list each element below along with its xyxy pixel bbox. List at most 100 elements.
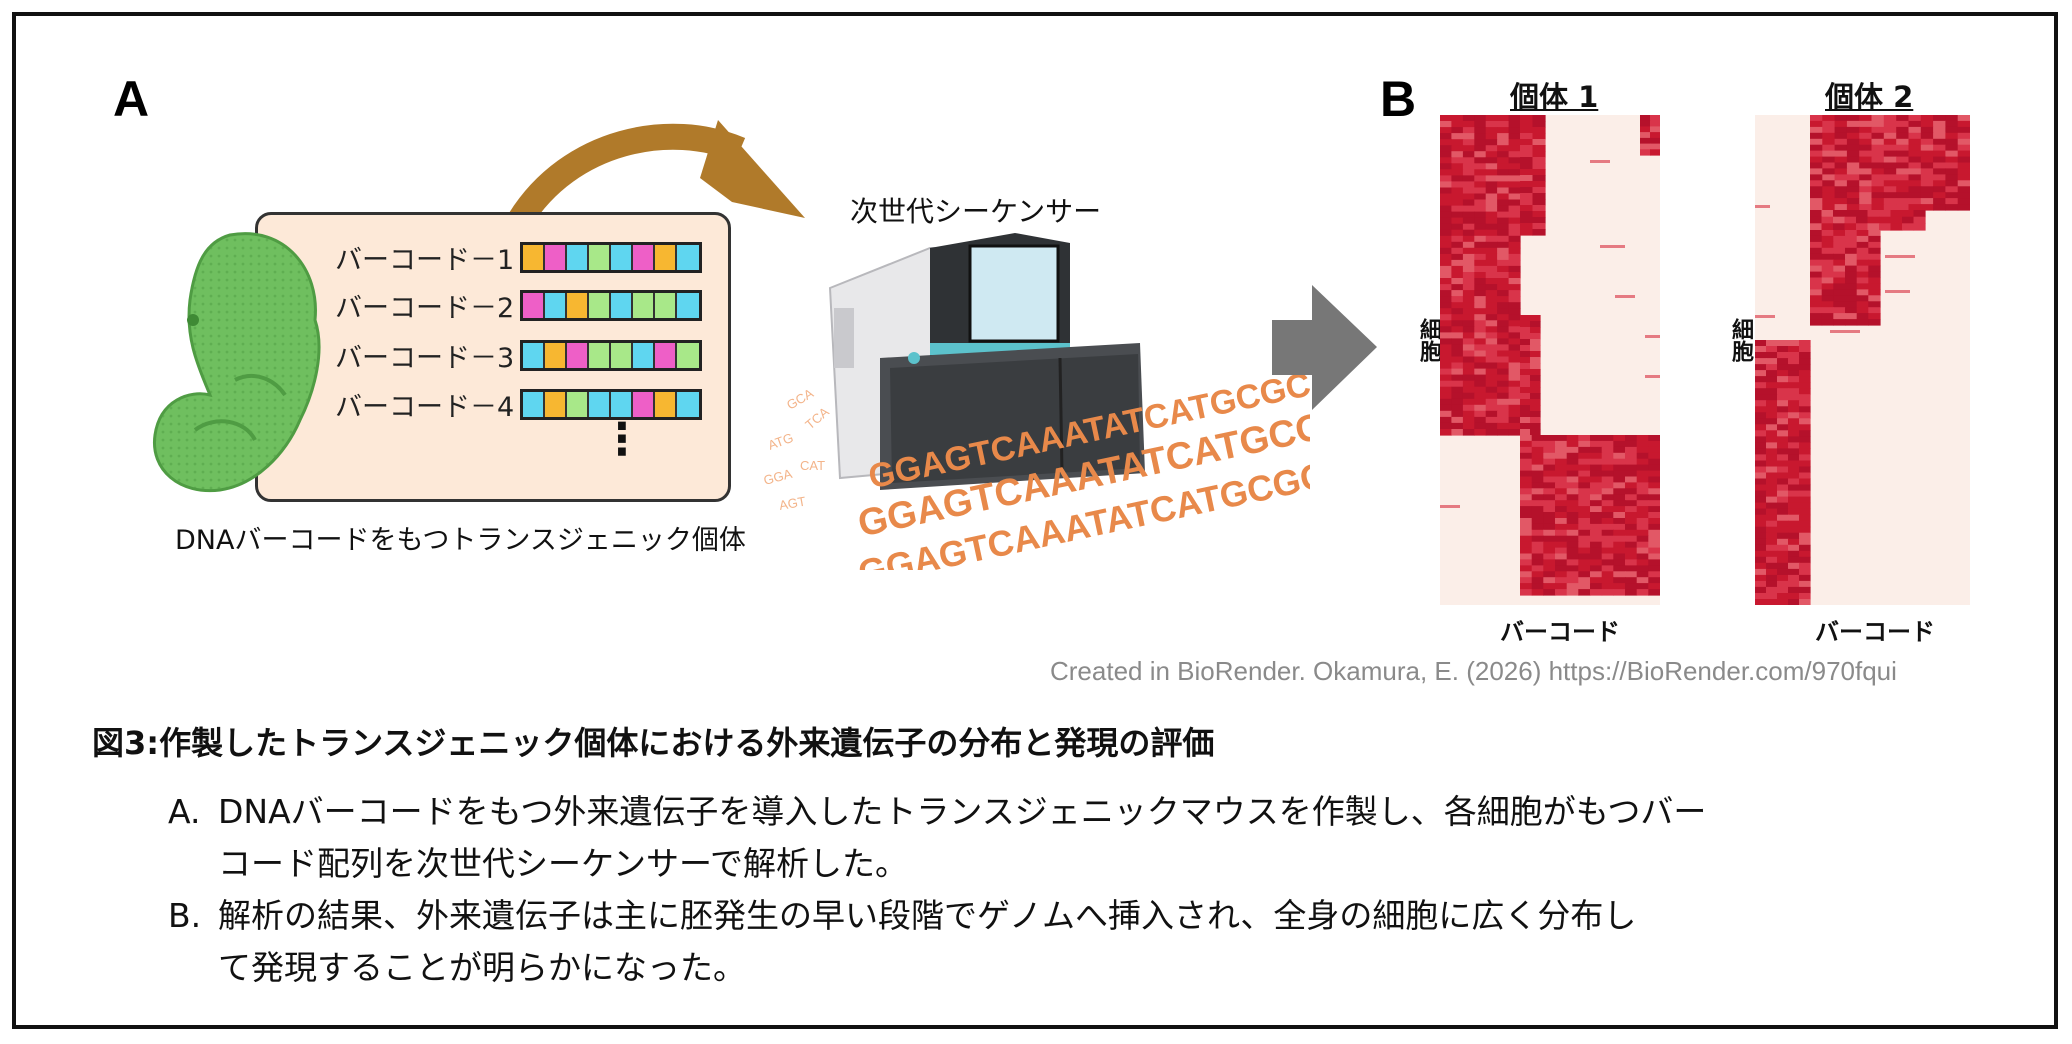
heatmap-cell [1871, 162, 1885, 169]
heatmap-cell [1543, 494, 1556, 501]
heatmap-cell [1648, 523, 1660, 531]
heatmap-cell [1462, 272, 1475, 279]
heatmap-cell [1845, 307, 1858, 314]
heatmap-cell [1755, 478, 1767, 486]
heatmap-cell [1531, 482, 1544, 489]
heatmap-cell [1640, 137, 1651, 145]
heatmap-cell [1821, 319, 1834, 326]
heatmap-cell [1856, 313, 1869, 320]
heatmap-cell [1871, 138, 1885, 146]
heatmap-cell [1648, 470, 1660, 478]
heatmap-cell [1636, 458, 1649, 466]
heatmap-cell [1508, 404, 1521, 412]
heatmap-cell [1590, 577, 1603, 584]
heatmap-cell [1474, 362, 1487, 370]
heatmap-cell [1777, 490, 1789, 498]
heatmap-cell [1440, 338, 1452, 345]
heatmap-cell [1601, 571, 1614, 578]
heatmap-cell [1859, 115, 1873, 122]
heatmap-cell [1788, 418, 1800, 425]
heatmap-cell [1508, 290, 1521, 297]
heatmap-cell [1799, 586, 1811, 594]
heatmap-cell [1613, 535, 1626, 543]
heatmap-cell [1440, 422, 1452, 430]
heatmap-cell [1834, 120, 1848, 128]
heatmap-cell [1636, 523, 1649, 531]
heatmap-cell [1766, 472, 1778, 480]
heatmap-cell [1508, 181, 1521, 188]
sequence-reads: GGAGTCAAATATCATGCGCAT GGAGTCAAATATCATGCG… [762, 360, 1310, 570]
heatmap-cell [1520, 133, 1534, 140]
heatmap-cell [1440, 265, 1452, 273]
heatmap-cell [1766, 490, 1778, 498]
heatmap-cell [1788, 526, 1800, 534]
heatmap-cell [1788, 556, 1800, 564]
heatmap-cell [1462, 205, 1475, 213]
barcode-cell [611, 245, 634, 270]
heatmap-cell [1846, 132, 1860, 140]
heatmap-cell [1520, 583, 1533, 590]
heatmap-cell [1636, 500, 1649, 507]
heatmap-cell [1485, 344, 1498, 351]
heatmap-cell [1440, 115, 1452, 122]
heatmap-cell [1799, 340, 1811, 347]
heatmap-cell [1474, 175, 1487, 182]
heatmap-cell [1896, 156, 1910, 164]
heatmap-cell [1601, 518, 1614, 525]
heatmap-cell [1474, 157, 1487, 164]
heatmap-cell [1462, 127, 1475, 134]
heatmap-cell [1451, 338, 1464, 345]
heatmap-cell [1440, 169, 1452, 176]
heatmap-cell [1451, 326, 1464, 333]
heatmap-cell [1601, 547, 1614, 555]
heatmap-cell [1578, 512, 1591, 519]
heatmap-cell [1555, 506, 1568, 513]
heatmap-cell [1788, 490, 1800, 498]
heatmap-cell [1555, 559, 1568, 566]
heatmap-cell [1555, 464, 1568, 472]
heatmap-cell [1508, 139, 1521, 146]
heatmap-cell [1462, 308, 1475, 315]
heatmap-cell [1451, 350, 1464, 358]
heatmap-cell [1485, 362, 1498, 370]
heatmap-cell [1532, 193, 1546, 200]
barcode-cell [655, 343, 678, 368]
heatmap-cell [1543, 452, 1556, 460]
heatmap-cell [1555, 583, 1568, 590]
heatmap-cell [1520, 423, 1531, 430]
heatmap-cell [1440, 404, 1452, 412]
heatmap-cell [1485, 235, 1498, 243]
barcode-cell [545, 245, 568, 270]
heatmap-cell [1788, 520, 1800, 528]
heatmap-cell [1613, 529, 1626, 537]
heatmap-cell [1766, 400, 1778, 407]
heatmap-cell [1822, 186, 1836, 193]
heatmap-cell [1799, 448, 1811, 455]
heatmap-cell [1799, 508, 1811, 516]
heatmap-cell [1543, 470, 1556, 478]
heatmap-cell [1810, 307, 1823, 314]
heatmap-cell [1777, 388, 1789, 395]
heatmap-cell [1555, 482, 1568, 489]
heatmap-cell [1578, 589, 1591, 596]
heatmap-cell [1474, 121, 1487, 128]
heatmap-cell [1821, 210, 1834, 218]
heatmap-cell [1578, 547, 1591, 555]
heatmap-cell [1867, 216, 1880, 224]
heatmap-cell [1810, 235, 1823, 243]
heatmap-cell [1520, 387, 1531, 394]
heatmap-cell [1883, 186, 1897, 193]
heatmap-cell [1799, 520, 1811, 528]
heatmap-cell [1508, 205, 1521, 213]
heatmap-cell [1810, 162, 1823, 169]
heatmap-cell [1462, 398, 1475, 406]
heatmap-cell [1601, 494, 1614, 501]
heatmap-cell [1859, 120, 1873, 128]
heatmap-cell [1440, 296, 1452, 303]
heatmap-cell [1590, 452, 1603, 460]
heatmap-cell [1578, 523, 1591, 531]
heatmap-cell [1578, 435, 1591, 442]
heatmap-cell [1859, 174, 1873, 181]
heatmap-cell [1645, 335, 1660, 338]
heatmap-cell [1810, 241, 1823, 249]
